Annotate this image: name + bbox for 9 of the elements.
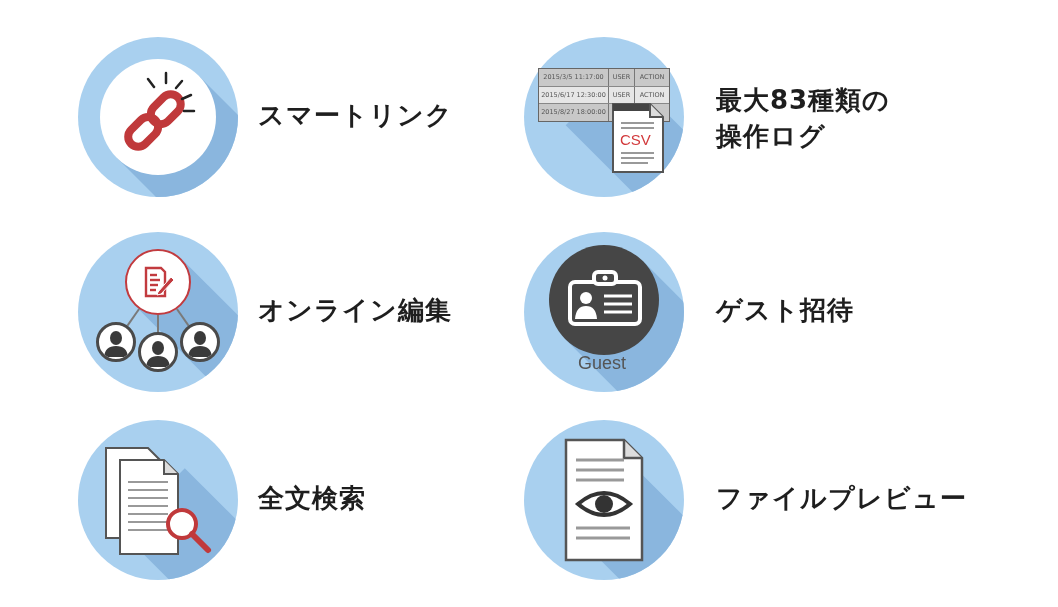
feature-title: スマートリンク	[258, 99, 453, 132]
feature-title: ゲスト招待	[716, 294, 854, 327]
connector-line	[157, 314, 159, 333]
feature-title: ファイルプレビュー	[716, 482, 967, 515]
feature-title: 全文検索	[258, 482, 366, 515]
badge-caption: Guest	[578, 354, 627, 372]
file-type-text: CSV	[620, 132, 651, 147]
feature-title: オンライン編集	[258, 294, 452, 327]
feature-title: 最大83種類の操作ログ	[716, 84, 892, 154]
